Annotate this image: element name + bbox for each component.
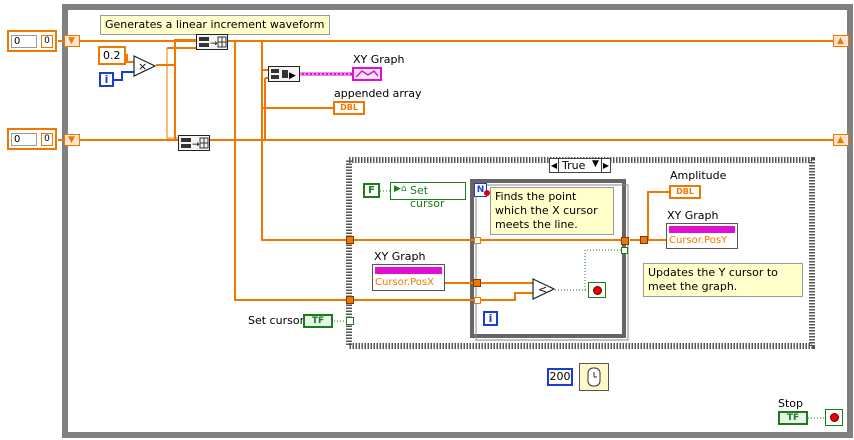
stop-icon [593, 286, 602, 295]
numeric-control-2[interactable]: 0 0 [7, 128, 57, 150]
comment-top: Generates a linear increment waveform [100, 15, 330, 35]
wait-ms-constant[interactable]: 200 [547, 368, 573, 386]
false-constant[interactable]: F [363, 183, 380, 198]
svg-text:<: < [538, 283, 547, 296]
shift-register-right-mid: ▲ [833, 134, 849, 146]
inner-tunnel-3 [474, 297, 481, 304]
control-1-index[interactable]: 0 [41, 35, 53, 48]
inner-tunnel-out [621, 237, 629, 245]
greater-than-node[interactable]: < [532, 278, 556, 300]
stop-label: Stop [778, 397, 804, 410]
set-cursor-label: Set cursor [248, 314, 305, 327]
stop-dot-icon [484, 190, 490, 196]
graph-ref-bar [669, 226, 735, 233]
appended-array-label: appended array [334, 87, 422, 100]
inner-iteration-terminal: i [483, 311, 498, 326]
amplitude-label: Amplitude [670, 169, 727, 182]
xy-graph-property-node-in[interactable]: Cursor.PosX [372, 264, 445, 291]
set-cursor-local-label: Set cursor [410, 184, 445, 210]
bundle-node[interactable]: ▶ [268, 66, 300, 82]
build-array-node-mid[interactable]: → [178, 135, 210, 151]
set-cursor-control[interactable]: TF [303, 314, 333, 328]
comment-updates-y: Updates the Y cursor to meet the graph. [643, 263, 803, 297]
inner-tunnel-bool [621, 247, 628, 254]
svg-text:→: → [192, 140, 200, 150]
build-array-node-top[interactable]: → [196, 34, 228, 50]
shift-register-right-top: ▲ [833, 35, 849, 47]
amplitude-indicator[interactable]: DBL [669, 185, 701, 199]
cursor-posy-property[interactable]: Cursor.PosY [669, 235, 728, 246]
case-tunnel-2 [346, 296, 354, 304]
loop-stop-icon [830, 413, 839, 422]
xy-graph-in-label: XY Graph [374, 250, 426, 263]
xy-graph-out-label: XY Graph [667, 209, 719, 222]
local-variable-icon: ▶⌂ [394, 184, 407, 194]
numeric-control-1[interactable]: 0 0 [7, 30, 57, 52]
control-2-index[interactable]: 0 [41, 133, 53, 146]
comment-finds-point: Finds the point which the X cursor meets… [490, 187, 614, 235]
case-next-icon[interactable]: ▶ [601, 159, 610, 172]
inner-tunnel-2 [474, 237, 481, 244]
case-selector-value: True [562, 159, 586, 172]
iteration-terminal: i [99, 72, 114, 87]
multiply-node[interactable]: × [133, 55, 157, 77]
control-2-value[interactable]: 0 [11, 133, 37, 146]
multiplier-constant[interactable]: 0.2 [98, 46, 126, 65]
shift-register-left-mid: ▼ [64, 134, 80, 146]
inner-loop-shadow [475, 184, 629, 341]
case-tunnel-1 [346, 236, 354, 244]
set-cursor-local-variable[interactable]: ▶⌂ Set cursor [390, 182, 466, 210]
svg-text:▶: ▶ [289, 71, 296, 81]
case-prev-icon[interactable]: ◀ [550, 159, 559, 172]
case-tunnel-bool [346, 317, 354, 325]
control-1-value[interactable]: 0 [11, 35, 37, 48]
shift-register-left-top: ▼ [64, 35, 80, 47]
wait-ms-node[interactable] [579, 363, 609, 391]
wait-clock-icon [587, 367, 601, 387]
case-dropdown-icon[interactable]: ▼ [592, 159, 599, 169]
xy-graph-terminal-label: XY Graph [353, 53, 405, 66]
while-loop-border [62, 4, 853, 438]
svg-text:→: → [210, 39, 218, 49]
graph-ref-bar-in [375, 267, 442, 274]
case-tunnel-out [640, 236, 648, 244]
case-selector[interactable]: ◀ True ▼ ▶ [549, 158, 611, 173]
loop-condition-terminal[interactable] [825, 409, 843, 426]
inner-tunnel-1 [473, 279, 481, 287]
xy-graph-property-node-out[interactable]: Cursor.PosY [666, 223, 738, 249]
svg-text:×: × [138, 60, 147, 73]
appended-array-indicator[interactable]: DBL [333, 101, 365, 115]
xy-graph-terminal[interactable] [352, 67, 382, 81]
cursor-posx-property[interactable]: Cursor.PosX [375, 277, 434, 288]
inner-stop-terminal[interactable] [588, 282, 606, 298]
stop-control[interactable]: TF [778, 411, 808, 425]
